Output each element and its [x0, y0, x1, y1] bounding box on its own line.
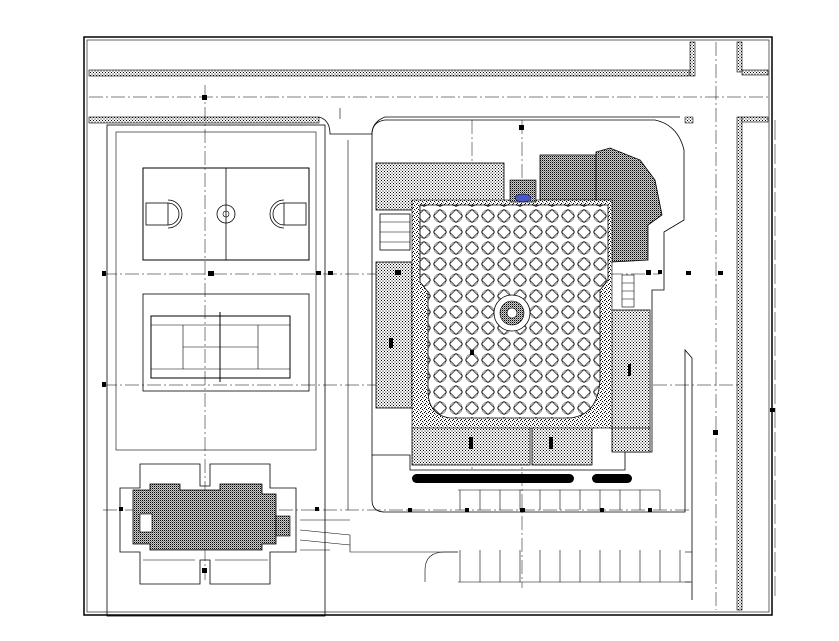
main-building	[371, 119, 685, 471]
road-top-curb	[88, 69, 690, 77]
entrance-marker	[514, 193, 532, 203]
sheet-inner-frame	[86, 39, 770, 613]
axis-markers	[102, 95, 775, 573]
west-wing	[375, 261, 413, 409]
basketball-court	[142, 167, 310, 261]
annex-building	[119, 463, 297, 585]
central-courtyard	[411, 199, 613, 429]
bench-strip-right	[592, 474, 632, 483]
road-right-curb	[736, 116, 743, 611]
parking-area	[299, 489, 692, 583]
sheet-frame	[83, 36, 773, 616]
roads	[88, 41, 769, 611]
south-wing-right	[531, 426, 593, 466]
bench-strip-left	[412, 474, 574, 483]
tennis-court	[142, 293, 310, 392]
road-second-curb	[88, 116, 320, 124]
tower-block	[539, 154, 601, 204]
east-wing	[609, 309, 651, 429]
sports-area	[106, 124, 326, 617]
